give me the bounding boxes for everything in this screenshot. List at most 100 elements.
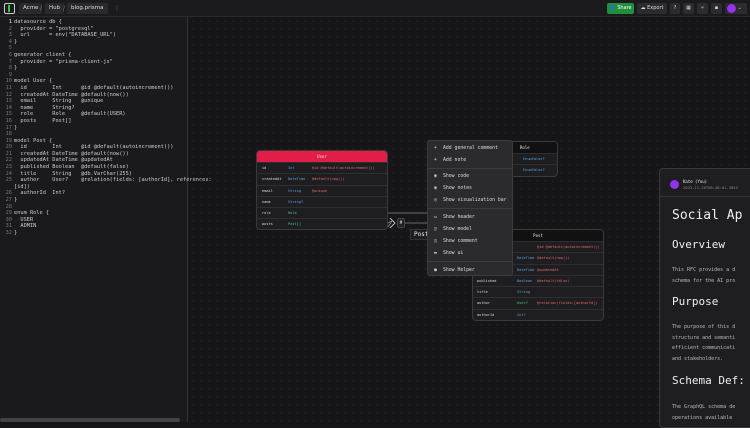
code-line[interactable]: 32} <box>0 230 212 237</box>
line-number: 29 <box>5 210 12 217</box>
cell: @updatedAt <box>537 267 559 272</box>
code-text: published Boolean @default(false) <box>14 164 129 171</box>
comment-author: Kate (You) <box>683 179 708 184</box>
code-text: provider = "postgresql" <box>14 25 94 32</box>
avatar-menu[interactable]: ⌄ <box>725 3 747 14</box>
menu-item[interactable]: ◉ Show notes <box>434 184 472 194</box>
cell: id <box>262 166 267 170</box>
code-text: updatedAt DateTime @updatedAt <box>14 157 113 164</box>
line-number: 4 <box>8 38 12 45</box>
code-text: name String? <box>14 104 75 111</box>
code-text: USER <box>14 216 34 223</box>
line-number: 2 <box>8 25 12 32</box>
menu-item[interactable]: +Add note <box>434 156 466 166</box>
line-number: 14 <box>5 104 12 111</box>
table-row: @id @default(autoincrement()) <box>473 241 603 252</box>
app-logo[interactable] <box>4 3 15 14</box>
menu-item[interactable]: ●Show Helper <box>434 266 475 276</box>
cell: @relation(fields:[authorId]) <box>537 301 598 306</box>
cell: @default(false) <box>537 278 570 283</box>
code-line[interactable]: 20 id Int @id @default(autoincrement()) <box>0 144 212 151</box>
cell: DateTime <box>288 177 306 182</box>
menu-item[interactable]: ▬Show ui <box>434 249 463 259</box>
code-line[interactable]: 3 url = env("DATABASE_URL") <box>0 32 212 39</box>
sidebar-icon: ◫ <box>434 239 437 244</box>
code-line[interactable]: 13 email String @unique <box>0 98 212 105</box>
menu-item-label: Show visualization bar <box>443 198 507 203</box>
horizontal-scrollbar[interactable] <box>0 418 180 422</box>
cell: authorId <box>477 312 495 317</box>
code-line[interactable]: 2 provider = "postgresql" <box>0 26 212 33</box>
breadcrumb-project[interactable]: Hub <box>45 3 65 14</box>
comment-icon[interactable]: ▪ <box>711 3 722 14</box>
export-label: Export <box>647 5 664 11</box>
code-line[interactable]: 30 USER <box>0 217 212 224</box>
code-line[interactable]: 8} <box>0 65 212 72</box>
share-button[interactable]: 👤 Share <box>607 3 634 14</box>
branch-icon[interactable]: ⑂ <box>697 3 708 14</box>
line-number: 26 <box>5 190 12 197</box>
breadcrumb-file[interactable]: blog.prisma <box>67 3 108 14</box>
code-line[interactable]: 12 createdAt DateTime @default(now()) <box>0 92 212 99</box>
line-number: 6 <box>8 51 12 58</box>
code-line[interactable]: 14 name String? <box>0 105 212 112</box>
cell: EnumValue? <box>523 168 545 173</box>
code-line[interactable]: 16 posts Post[] <box>0 118 212 125</box>
code-text: model User { <box>14 78 53 85</box>
line-number: 23 <box>5 164 12 171</box>
menu-item[interactable]: ◫Show comment <box>434 237 478 247</box>
breadcrumb-org[interactable]: Acme <box>19 3 43 14</box>
cell: DateTime <box>517 256 535 261</box>
menu-item[interactable]: ◫Show model <box>434 225 472 235</box>
menu-item[interactable]: ◉Show code <box>434 172 469 182</box>
menu-item-label: Show notes <box>443 186 472 191</box>
code-line[interactable]: [id]) <box>0 184 212 191</box>
code-line[interactable]: 27} <box>0 197 212 204</box>
avatar <box>670 180 679 189</box>
code-line[interactable]: 5 <box>0 45 212 52</box>
code-line[interactable]: 28 <box>0 204 212 211</box>
menu-item[interactable]: ▭Show header <box>434 213 475 223</box>
export-button[interactable]: ☁ Export <box>637 3 667 14</box>
code-line[interactable]: 9 <box>0 72 212 79</box>
code-line[interactable]: 21 createdAt DateTime @default(now()) <box>0 151 212 158</box>
code-line[interactable]: 23 published Boolean @default(false) <box>0 164 212 171</box>
line-number: 15 <box>5 111 12 118</box>
eye-icon: ◉ <box>434 186 437 191</box>
line-number: 31 <box>5 223 12 230</box>
code-line[interactable]: 24 title String @db.VarChar(255) <box>0 171 212 178</box>
code-line[interactable]: 17} <box>0 125 212 132</box>
table-header: User <box>257 151 387 162</box>
menu-item[interactable]: +Add general comment <box>434 144 498 154</box>
help-icon[interactable]: ? <box>670 3 680 14</box>
code-text: model Post { <box>14 137 53 144</box>
section-heading: Purpose <box>672 295 719 308</box>
code-line[interactable]: 22 updatedAt DateTime @updatedAt <box>0 157 212 164</box>
more-icon[interactable]: ⋮ <box>114 5 120 12</box>
code-line[interactable]: 31 ADMIN <box>0 223 212 230</box>
code-line[interactable]: 4} <box>0 39 212 46</box>
code-line[interactable]: 11 id Int @id @default(autoincrement()) <box>0 85 212 92</box>
menu-item[interactable]: ◎Show visualization bar <box>434 196 507 206</box>
code-text: authorId Int? <box>14 190 66 197</box>
code-line[interactable]: 7 provider = "prisma-client-js" <box>0 59 212 66</box>
section-heading: Schema Def: <box>672 374 745 387</box>
code-line[interactable]: 15 role Role @default(USER) <box>0 111 212 118</box>
code-line[interactable]: 26 authorId Int? <box>0 190 212 197</box>
line-number: 9 <box>8 71 12 78</box>
layout-icon[interactable]: ▦ <box>683 3 694 14</box>
code-text: ADMIN <box>14 223 37 230</box>
code-line[interactable]: 18 <box>0 131 212 138</box>
